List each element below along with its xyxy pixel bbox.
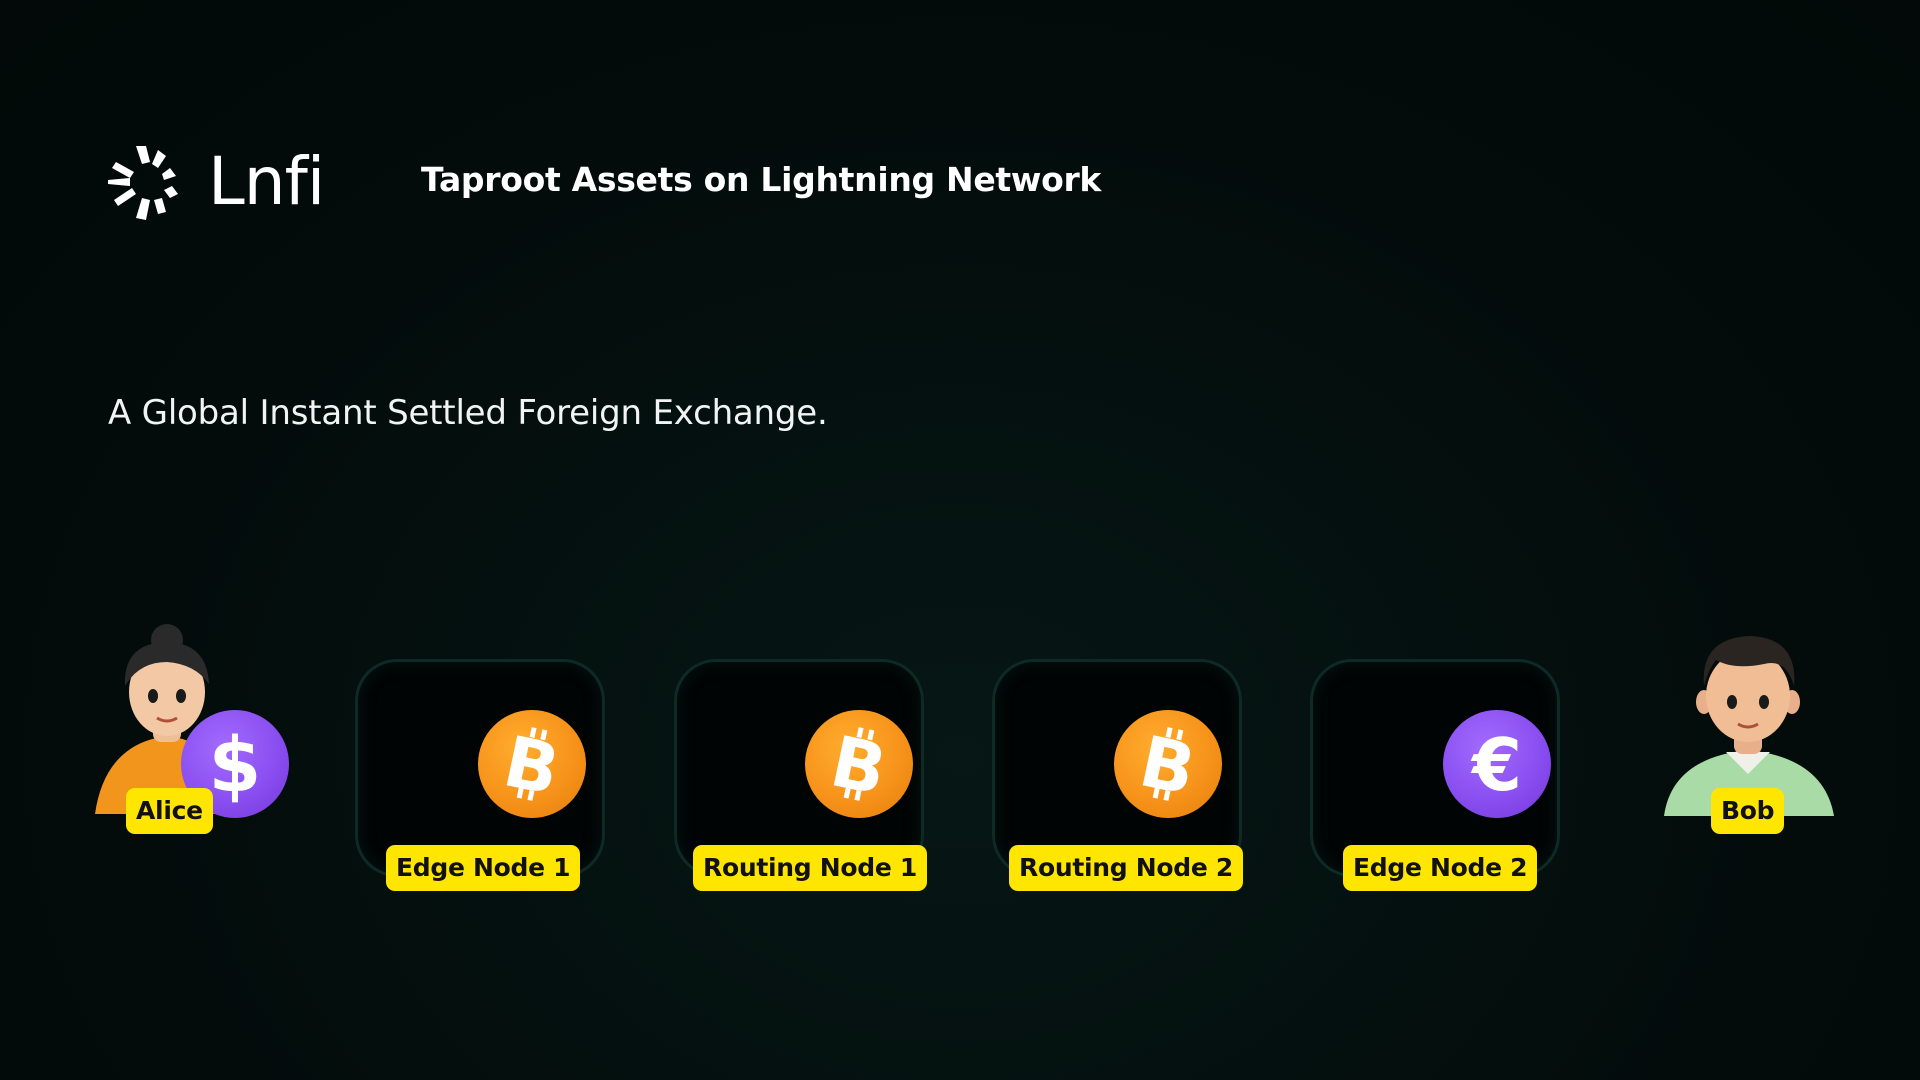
euro-coin-icon: € xyxy=(1443,710,1551,818)
bitcoin-coin-icon: B xyxy=(1114,710,1222,818)
page-title: Taproot Assets on Lightning Network xyxy=(421,160,1102,199)
bob-label: Bob xyxy=(1711,788,1785,834)
edge-node-2-label: Edge Node 2 xyxy=(1343,845,1538,891)
alice-label: Alice xyxy=(126,788,213,834)
bitcoin-coin-icon: B xyxy=(805,710,913,818)
page-subtitle: A Global Instant Settled Foreign Exchang… xyxy=(108,393,828,433)
routing-node-2-label: Routing Node 2 xyxy=(1009,845,1243,891)
routing-node-1-label: Routing Node 1 xyxy=(693,845,927,891)
svg-text:$: $ xyxy=(209,725,262,803)
bitcoin-coin-icon: B xyxy=(478,710,586,818)
lnfi-logo-icon xyxy=(108,146,178,220)
edge-node-1-label: Edge Node 1 xyxy=(386,845,581,891)
node-card-edge-2 xyxy=(1310,659,1560,877)
bob-avatar xyxy=(1664,624,1834,816)
node-card-routing-1 xyxy=(674,659,924,877)
brand-logo: Lnfi xyxy=(106,142,325,222)
brand-name: Lnfi xyxy=(208,143,325,220)
svg-text:€: € xyxy=(1470,724,1522,804)
